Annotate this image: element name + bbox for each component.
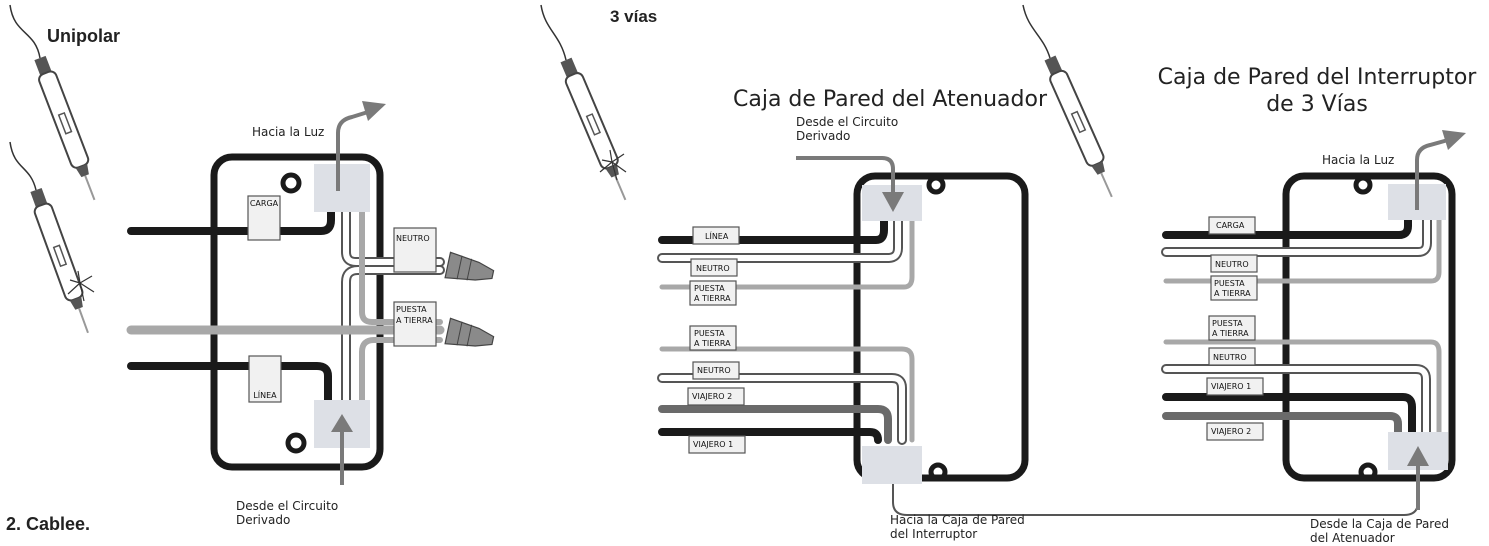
tag-switch-neutro-bottom: NEUTRO: [1208, 347, 1256, 366]
svg-text:PUESTA: PUESTA: [694, 329, 725, 338]
caption-switch-to-light: Hacia la Luz: [1322, 153, 1394, 167]
arrow-switch-to-light: [1415, 130, 1466, 210]
tag-linea: LÍNEA: [248, 355, 282, 403]
svg-text:LÍNEA: LÍNEA: [253, 389, 277, 400]
caption-to-light: Hacia la Luz: [252, 125, 324, 139]
svg-text:A TIERRA: A TIERRA: [396, 316, 433, 325]
svg-text:A TIERRA: A TIERRA: [1212, 329, 1249, 338]
step-label: 2. Cablee.: [6, 514, 90, 534]
test-probe-right: [1022, 4, 1122, 202]
svg-text:Caja de Pared del Interruptor: Caja de Pared del Interruptor: [1158, 65, 1478, 90]
tag-dimmer-viajero1: VIAJERO 1: [688, 435, 746, 454]
switch-wall-box: [1282, 172, 1456, 482]
test-probe-top-left: [9, 4, 104, 205]
svg-text:CARGA: CARGA: [250, 199, 279, 208]
svg-text:VIAJERO 1: VIAJERO 1: [693, 440, 733, 449]
svg-text:NEUTRO: NEUTRO: [1213, 353, 1247, 362]
dimmer-wires: [657, 205, 915, 445]
svg-text:A TIERRA: A TIERRA: [694, 294, 731, 303]
tag-dimmer-puesta-bottom: PUESTA A TIERRA: [689, 325, 737, 351]
tag-switch-neutro-top: NEUTRO: [1210, 254, 1258, 273]
caption-from-dimmer-box: Desde la Caja de Pared del Atenuador: [1310, 517, 1449, 545]
tag-switch-viajero2: VIAJERO 2: [1206, 422, 1264, 441]
wire-nut-neutral: [444, 251, 495, 281]
svg-text:PUESTA: PUESTA: [396, 305, 427, 314]
tag-dimmer-neutro-bottom: NEUTRO: [692, 361, 740, 380]
svg-text:de 3 Vías: de 3 Vías: [1266, 92, 1368, 117]
tag-neutro: NEUTRO: [393, 227, 437, 273]
tag-carga: CARGA: [247, 195, 281, 241]
svg-text:Desde la Caja de Pared: Desde la Caja de Pared: [1310, 517, 1449, 531]
dimmer-box-title: Caja de Pared del Atenuador: [733, 87, 1048, 112]
svg-text:del Interruptor: del Interruptor: [890, 527, 977, 541]
svg-text:CARGA: CARGA: [1216, 221, 1245, 230]
caption-from-circuit: Desde el Circuito Derivado: [236, 499, 338, 527]
svg-text:NEUTRO: NEUTRO: [696, 264, 730, 273]
tag-switch-viajero1: VIAJERO 1: [1206, 377, 1264, 396]
svg-text:NEUTRO: NEUTRO: [1215, 260, 1249, 269]
caption-to-switch-box: Hacia la Caja de Pared del Interruptor: [890, 513, 1025, 541]
svg-text:del Atenuador: del Atenuador: [1310, 531, 1395, 545]
tag-switch-carga: CARGA: [1208, 216, 1256, 235]
switch-box-title: Caja de Pared del Interruptor de 3 Vías: [1158, 65, 1478, 117]
single-pole-wires: [126, 180, 445, 420]
single-pole-wall-box: [210, 153, 384, 471]
tag-dimmer-linea: LÍNEA: [692, 226, 740, 245]
arrow-dimmer-from-circuit: [796, 156, 904, 212]
tag-dimmer-neutro-top: NEUTRO: [690, 258, 738, 277]
svg-text:PUESTA: PUESTA: [694, 284, 725, 293]
wire-nut-ground: [444, 317, 495, 347]
svg-text:VIAJERO 2: VIAJERO 2: [1211, 427, 1251, 436]
svg-text:A TIERRA: A TIERRA: [694, 339, 731, 348]
svg-text:Hacia la Caja de Pared: Hacia la Caja de Pared: [890, 513, 1025, 527]
test-probe-lit-center: [540, 4, 635, 205]
switch-wires: [1161, 205, 1442, 445]
svg-text:PUESTA: PUESTA: [1214, 279, 1245, 288]
dimmer-wall-box: [853, 172, 1029, 482]
svg-text:A TIERRA: A TIERRA: [1214, 289, 1251, 298]
tag-dimmer-viajero2: VIAJERO 2: [687, 387, 745, 406]
svg-text:PUESTA: PUESTA: [1212, 319, 1243, 328]
tag-switch-puesta-top: PUESTA A TIERRA: [1210, 275, 1258, 301]
svg-text:NEUTRO: NEUTRO: [396, 234, 430, 243]
tag-switch-puesta-bottom: PUESTA A TIERRA: [1208, 315, 1256, 341]
svg-text:Desde el Circuito: Desde el Circuito: [796, 115, 898, 129]
test-probe-lit-left: [9, 141, 98, 337]
arrow-from-circuit: [331, 414, 353, 485]
dimmer-junction-bottom: [862, 446, 922, 484]
tag-puesta-a-tierra: PUESTA A TIERRA: [393, 301, 437, 347]
arrow-to-light: [336, 101, 386, 191]
tag-dimmer-puesta-top: PUESTA A TIERRA: [689, 280, 737, 306]
svg-text:Desde el Circuito: Desde el Circuito: [236, 499, 338, 513]
svg-text:Derivado: Derivado: [796, 129, 850, 143]
svg-text:NEUTRO: NEUTRO: [697, 366, 731, 375]
svg-text:VIAJERO 2: VIAJERO 2: [692, 392, 732, 401]
junction-load: [314, 164, 370, 212]
caption-dimmer-from-circuit: Desde el Circuito Derivado: [796, 115, 898, 143]
svg-text:Derivado: Derivado: [236, 513, 290, 527]
label-unipolar: Unipolar: [47, 26, 120, 46]
svg-text:LÍNEA: LÍNEA: [705, 230, 729, 241]
svg-text:VIAJERO 1: VIAJERO 1: [1211, 382, 1251, 391]
label-three-way: 3 vías: [610, 7, 657, 26]
arrow-from-dimmer-box: [1407, 446, 1429, 510]
